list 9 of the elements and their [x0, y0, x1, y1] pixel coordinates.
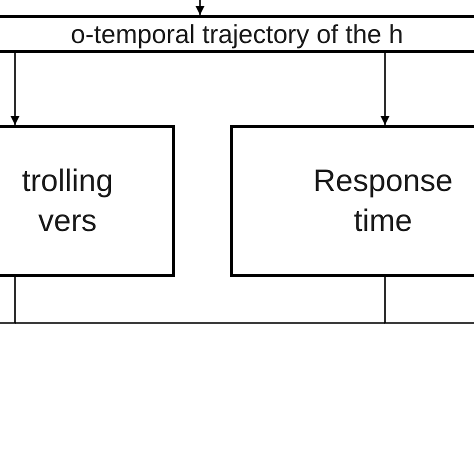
arrow: [10, 53, 20, 125]
process-box: [0, 15, 474, 53]
arrow: [380, 53, 390, 125]
box-label: Response time: [312, 162, 454, 240]
process-box: [230, 125, 474, 277]
process-box: [0, 125, 175, 277]
arrow: [196, 0, 204, 15]
box-label: trolling vers: [20, 162, 114, 240]
box-label: o-temporal trajectory of the h: [70, 18, 404, 50]
